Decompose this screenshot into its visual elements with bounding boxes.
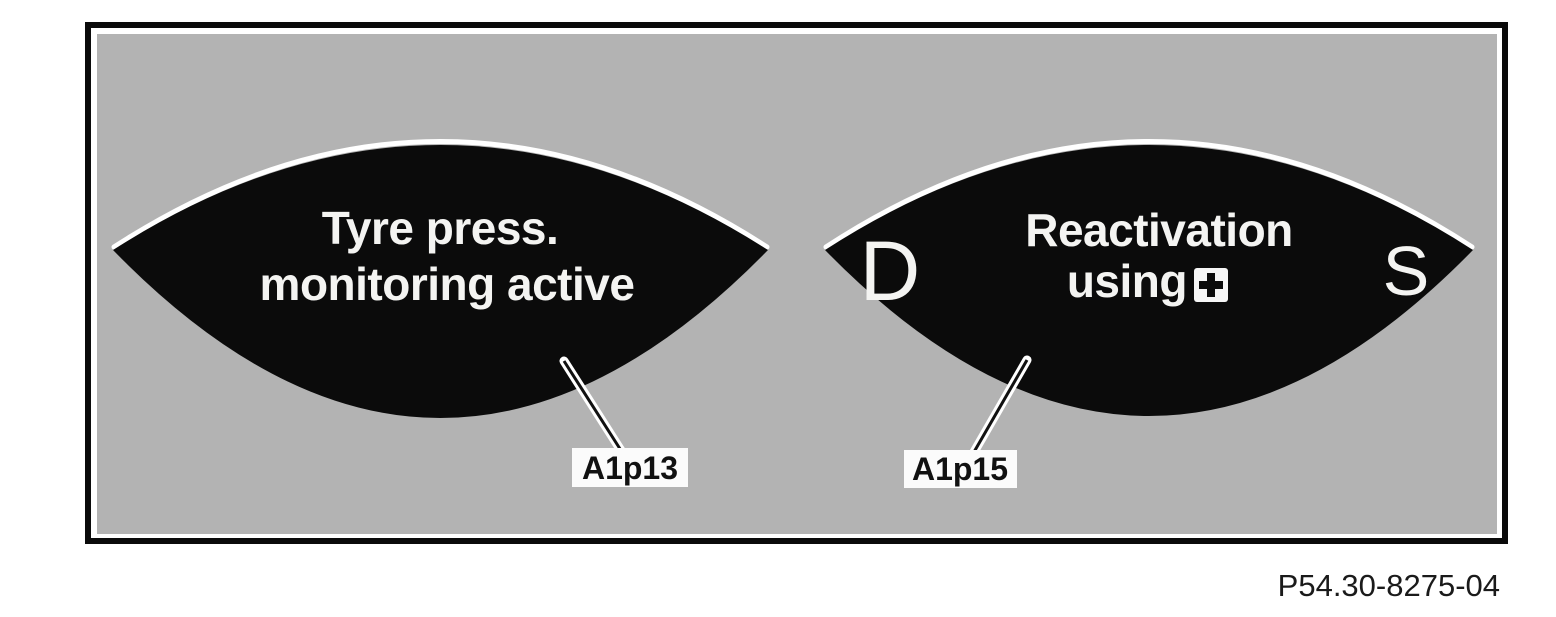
callout-label-a1p15-text: A1p15 <box>912 451 1008 487</box>
callout-leader-a1p15 <box>969 355 1032 457</box>
right-display-letter-s: S <box>1383 232 1430 310</box>
callout-leader-a1p13 <box>559 356 627 457</box>
plus-button-icon <box>1194 268 1228 302</box>
left-display-screen: Tyre press. monitoring active <box>111 139 770 418</box>
right-display-lens <box>825 145 1473 416</box>
right-display-top-highlight <box>823 139 1475 250</box>
left-display-line2: monitoring active <box>260 258 635 310</box>
callout-label-a1p13: A1p13 <box>572 448 688 487</box>
left-display-top-highlight <box>111 139 770 250</box>
callout-label-a1p13-text: A1p13 <box>582 450 678 486</box>
figure-reference-number: P54.30-8275-04 <box>1278 568 1500 603</box>
right-display-letter-d: D <box>860 224 921 318</box>
right-display-line1: Reactivation <box>1025 204 1293 256</box>
left-display-lens <box>113 145 768 418</box>
right-display-line2: using <box>1067 255 1187 307</box>
right-display-screen: D S Reactivation using <box>823 139 1475 416</box>
callout-label-a1p15: A1p15 <box>904 450 1017 488</box>
left-display-line1: Tyre press. <box>322 202 559 254</box>
